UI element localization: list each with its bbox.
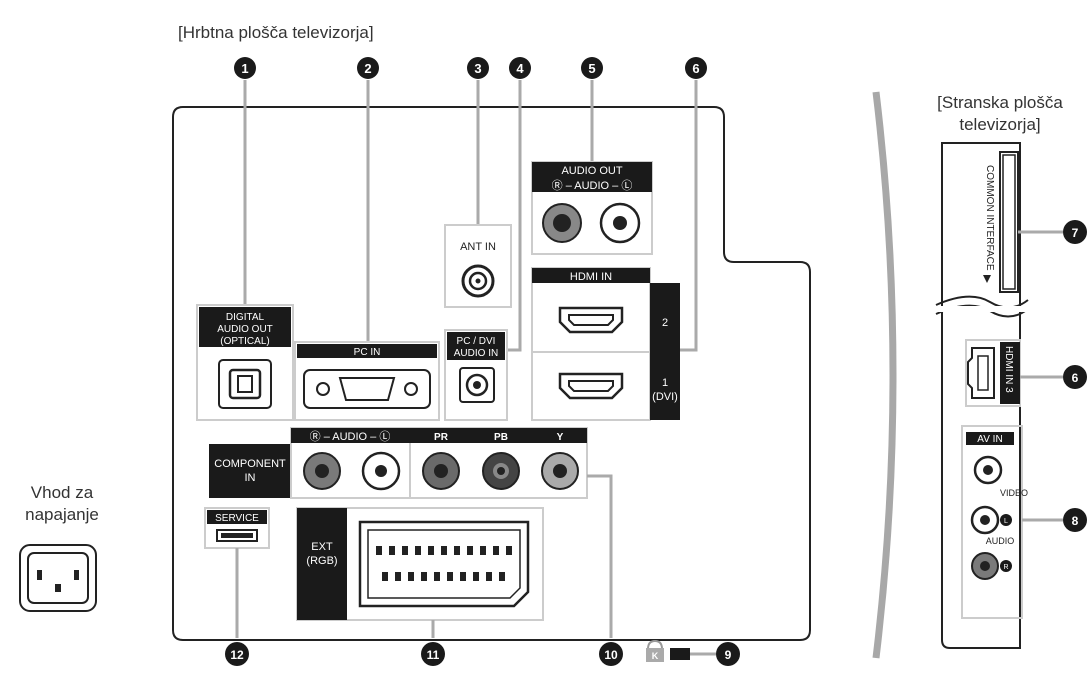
audio-out-label: AUDIO OUT: [561, 165, 622, 177]
common-interface-slot: COMMON INTERFACE: [983, 151, 1019, 293]
av-in-ports: AV IN VIDEO L AUDIO R: [961, 425, 1028, 619]
svg-text:9: 9: [725, 648, 732, 662]
ext-rgb-label-2: (RGB): [306, 555, 337, 567]
pc-dvi-audio-label-2: AUDIO IN: [454, 348, 498, 359]
pc-in-port: PC IN: [294, 341, 440, 421]
component-y-label: Y: [557, 432, 564, 443]
component-pr-label: PR: [434, 432, 449, 443]
callout-6-side: 6: [1063, 365, 1087, 389]
svg-text:6: 6: [1072, 371, 1079, 385]
svg-text:7: 7: [1072, 226, 1079, 240]
callout-10: 10: [599, 642, 623, 666]
hdmi-port-1-label-2: (DVI): [652, 391, 678, 403]
side-panel-title-line2: televizorja]: [959, 115, 1040, 134]
digital-audio-out-port: DIGITAL AUDIO OUT (OPTICAL): [196, 304, 294, 421]
svg-text:8: 8: [1072, 514, 1079, 528]
callout-8: 8: [1063, 508, 1087, 532]
callout-5: 5: [581, 57, 603, 79]
av-audio-l-label: L: [1004, 518, 1008, 525]
digital-audio-out-label-1: DIGITAL: [226, 312, 265, 323]
hdmi-in-label: HDMI IN: [570, 271, 612, 283]
ant-in-port: ANT IN: [444, 224, 512, 308]
component-audio-label: Ⓡ – AUDIO – Ⓛ: [310, 430, 391, 443]
kensington-lock-icon: K: [646, 639, 690, 662]
side-panel-title-line1: [Stranska plošča: [937, 93, 1063, 112]
hdmi-in-3-port: HDMI IN 3: [965, 339, 1021, 407]
svg-text:6: 6: [692, 61, 699, 76]
component-in-label-1: COMPONENT: [214, 458, 286, 470]
ant-in-label: ANT IN: [460, 241, 496, 253]
kensington-label: K: [652, 651, 659, 661]
power-input-label-line2: napajanje: [25, 505, 99, 524]
svg-text:3: 3: [474, 61, 481, 76]
leader-lines-top: [243, 80, 698, 352]
service-port: SERVICE: [204, 507, 270, 549]
callout-12: 12: [225, 642, 249, 666]
callout-4: 4: [509, 57, 531, 79]
side-panel: [935, 142, 1030, 649]
hdmi-in-3-label: HDMI IN 3: [1003, 346, 1014, 393]
svg-text:2: 2: [364, 61, 371, 76]
svg-text:12: 12: [230, 648, 244, 662]
pc-dvi-audio-in-port: PC / DVI AUDIO IN: [444, 329, 508, 421]
digital-audio-out-label-3: (OPTICAL): [220, 336, 269, 347]
av-audio-r-label: R: [1003, 564, 1008, 571]
hdmi-port-2-label: 2: [662, 317, 668, 329]
callout-9: 9: [716, 642, 740, 666]
callout-6-top: 6: [685, 57, 707, 79]
callout-1: 1: [234, 57, 256, 79]
leader-lines-bottom: [235, 474, 716, 656]
av-in-label: AV IN: [977, 434, 1002, 445]
callout-3: 3: [467, 57, 489, 79]
hdmi-in-ports: HDMI IN 2 1 (DVI): [531, 267, 680, 421]
audio-out-port: AUDIO OUT Ⓡ – AUDIO – Ⓛ: [531, 161, 653, 255]
svg-text:1: 1: [241, 61, 248, 76]
common-interface-label: COMMON INTERFACE: [984, 165, 995, 271]
audio-label: AUDIO: [986, 536, 1015, 546]
pc-dvi-audio-label-1: PC / DVI: [457, 336, 496, 347]
component-in-label-2: IN: [245, 472, 256, 484]
service-label: SERVICE: [215, 513, 259, 524]
component-pb-label: PB: [494, 432, 508, 443]
digital-audio-out-label-2: AUDIO OUT: [217, 324, 273, 335]
power-input-label-line1: Vhod za: [31, 483, 94, 502]
svg-text:4: 4: [516, 61, 524, 76]
back-panel-title: [Hrbtna plošča televizorja]: [178, 23, 374, 42]
svg-text:10: 10: [604, 648, 618, 662]
ext-rgb-label-1: EXT: [311, 541, 333, 553]
video-label: VIDEO: [1000, 488, 1028, 498]
callout-11: 11: [421, 642, 445, 666]
svg-text:5: 5: [588, 61, 595, 76]
power-socket-icon: [19, 544, 97, 612]
hdmi-port-1-label-1: 1: [662, 377, 668, 389]
svg-text:11: 11: [427, 648, 440, 662]
component-in-ports: COMPONENT IN Ⓡ – AUDIO – Ⓛ PR PB Y: [209, 427, 588, 499]
back-panel-outline: [172, 106, 811, 641]
callout-7: 7: [1063, 220, 1087, 244]
ext-rgb-scart-port: EXT (RGB): [296, 507, 544, 621]
side-panel-divider-arc: [872, 91, 897, 659]
callout-2: 2: [357, 57, 379, 79]
audio-out-channels: Ⓡ – AUDIO – Ⓛ: [552, 179, 633, 192]
pc-in-label: PC IN: [354, 347, 381, 358]
